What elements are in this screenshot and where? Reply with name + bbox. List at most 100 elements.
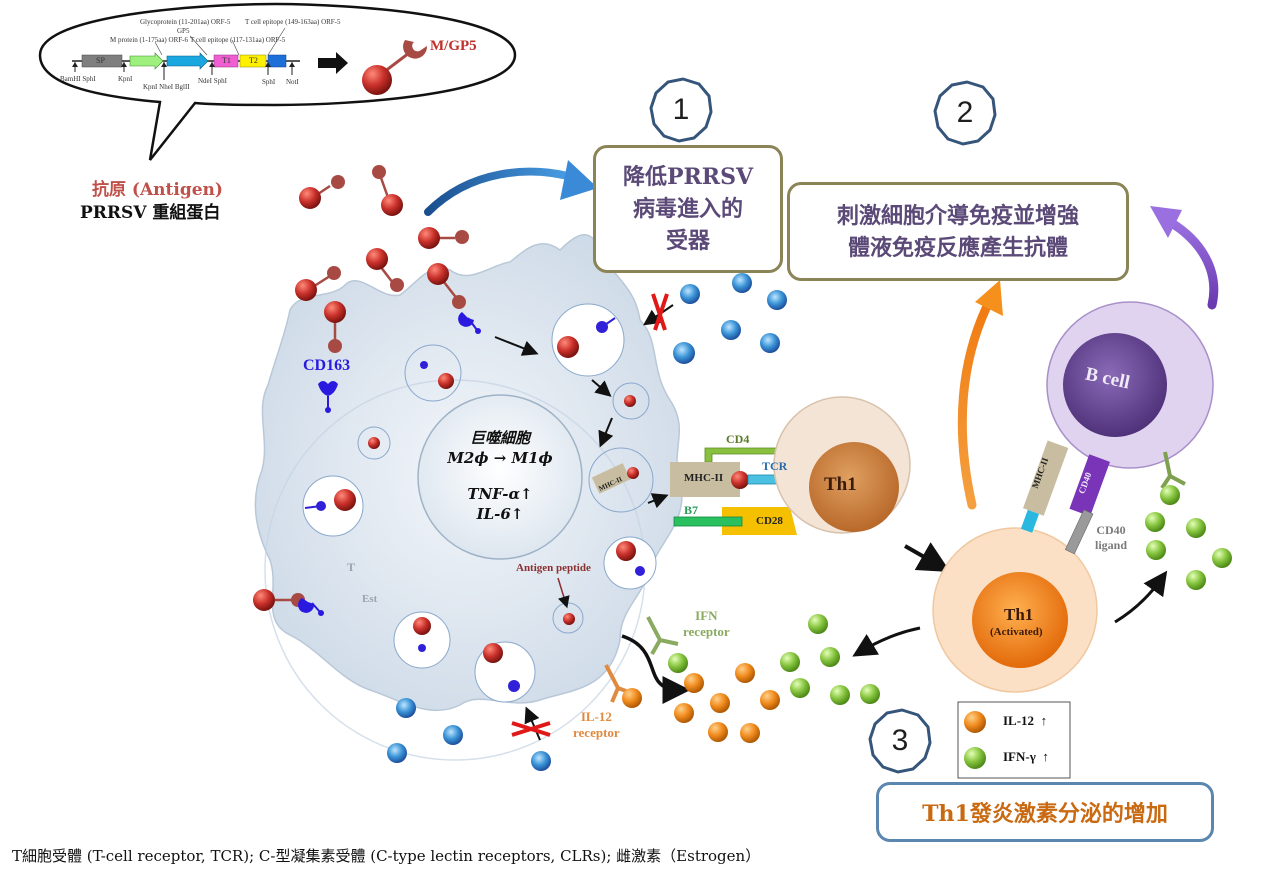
step-1-box: 降低PRRSV 病毒進入的 受器 (593, 145, 783, 273)
vesicle (551, 303, 625, 377)
step-badges (649, 77, 997, 774)
step-1-line: 降低PRRSV (622, 164, 754, 190)
construct-annotation: M protein (1-175aa) ORF-6 (110, 36, 188, 44)
ifn-receptor-label-line: IFN (695, 608, 718, 623)
vesicle (612, 382, 650, 420)
step-3-box: Th1發炎激素分泌的增加 (876, 782, 1214, 842)
ifn-receptor (646, 616, 679, 655)
segment-label: T2 (249, 56, 258, 65)
cd163-label: CD163 (303, 357, 351, 374)
b-cell-ifn-receptor (1160, 451, 1186, 490)
receptor-block-arrow (424, 167, 579, 216)
step-3-line: Th1發炎激素分泌的增加 (922, 801, 1168, 827)
legend-label: IL-12 (1003, 713, 1035, 728)
segment-gp5 (166, 52, 209, 70)
vesicle (393, 611, 451, 669)
il12-receptor-label-line: IL-12 (580, 709, 612, 724)
legend-ifn-swatch (964, 747, 986, 769)
antigen-title: 抗原 (Antigen) (92, 180, 223, 200)
footnote: T細胞受體 (T-cell receptor, TCR); C-型凝集素受體 (… (12, 847, 761, 865)
prrsv-virions (387, 273, 787, 771)
ifn-to-bcell-arrow (1114, 570, 1168, 624)
step-2-line: 刺激細胞介導免疫並增強 (836, 202, 1079, 229)
segment-m-protein (129, 52, 164, 70)
th1-activated-label: Th1 (1004, 605, 1034, 624)
bcell-to-step2-arrow (1165, 217, 1219, 310)
ifn-gamma-cytokines (668, 485, 1232, 705)
construct-annotation: T cell epitope (117-131aa) ORF-5 (190, 36, 286, 44)
faded-label: T (347, 560, 356, 574)
th1-to-step2-arrow (957, 295, 995, 510)
construct-annotation: T cell epitope (149-163aa) ORF-5 (245, 18, 341, 26)
th1-activated-nucleus (972, 572, 1068, 668)
restriction-site: KpnI (118, 75, 133, 83)
ifn-receptor-label: IFN receptor (683, 608, 730, 640)
antigen-peptide-arrow (557, 577, 570, 609)
b7-bar (673, 516, 743, 527)
macrophage-nucleus (417, 394, 583, 560)
il6-label: IL-6↑ (476, 505, 524, 523)
il12-cytokines (622, 663, 780, 743)
vesicle (357, 426, 391, 460)
legend-arrow: ↑ (1040, 713, 1048, 728)
legend-il12-swatch (964, 711, 986, 733)
step-2-number: 2 (956, 96, 974, 129)
th1-nucleus (809, 442, 899, 532)
construct-annotation: Glycoprotein (11-201aa) ORF-5 (140, 18, 231, 26)
step-1-line: 受器 (665, 228, 710, 254)
blocked-entry-icon (643, 293, 674, 331)
free-antigens (253, 165, 469, 611)
gene-construct (72, 27, 300, 80)
arrowhead-icon (560, 160, 598, 200)
step-3-number: 3 (891, 724, 909, 757)
restriction-site: NotI (286, 78, 299, 86)
faded-label: Est (362, 593, 378, 605)
vesicle (588, 447, 654, 513)
b-cell-cd40 (1069, 454, 1110, 517)
segment-t1 (213, 54, 239, 68)
antigen-subtitle: PRRSV 重組蛋白 (80, 203, 221, 223)
blocked-entry-icon (511, 706, 551, 741)
macrophage-label: 巨噬細胞 M2ϕ → M1ϕ TNF-α↑ IL-6↑ (440, 428, 560, 524)
ifn-receptor-label-line: receptor (683, 624, 730, 639)
b7-label: B7 (684, 503, 699, 517)
step-1-number: 1 (672, 93, 690, 126)
activation-arrow (904, 542, 951, 572)
product-label: M/GP5 (430, 38, 477, 54)
step-1-line: 病毒進入的 (632, 196, 743, 222)
mhc-ii-label: MHC-II (684, 472, 724, 484)
restriction-site: SphI (262, 78, 276, 86)
segment-tag (267, 54, 287, 68)
vesicles (302, 303, 657, 703)
cd4-label: CD4 (726, 432, 750, 446)
macrophage-polarization: M2ϕ → M1ϕ (447, 449, 553, 467)
restriction-site: KpnI NheI BglII (143, 83, 190, 91)
mhc-small-tag (591, 463, 631, 494)
cd163-receptors (298, 312, 481, 616)
segment-sp (81, 54, 123, 68)
vesicle (404, 344, 462, 402)
construct-bubble (38, 2, 517, 161)
mgp5-product-icon (362, 40, 428, 95)
segment-label: SP (96, 56, 105, 65)
construct-to-product-arrow (318, 52, 348, 74)
restriction-site: BamHI SphI (60, 75, 96, 83)
cd40-ligand-label: CD40 ligand (1095, 523, 1128, 552)
cd163-bound-particles (304, 317, 645, 692)
b-cell-mhc-ii (1020, 440, 1069, 533)
mhc-ii-block (670, 462, 740, 497)
restriction-site: NdeI SphI (198, 77, 227, 85)
tnf-alpha-label: TNF-α↑ (467, 485, 533, 503)
step-2-line: 體液免疫反應產生抗體 (847, 234, 1068, 261)
segment-label: T1 (222, 56, 231, 65)
legend-ifn-label: IFN-γ ↑ (1003, 749, 1049, 765)
construct-annotation: GP5 (177, 27, 190, 35)
cytokine-release-arrow (852, 626, 921, 657)
antigen-particles-internal (334, 336, 636, 663)
legend-il12-label: IL-12 ↑ (1003, 713, 1047, 729)
cd28-label: CD28 (756, 515, 783, 527)
cd28-block (722, 507, 797, 535)
segment-t2 (239, 54, 267, 68)
cd40-ligand (1064, 509, 1094, 555)
